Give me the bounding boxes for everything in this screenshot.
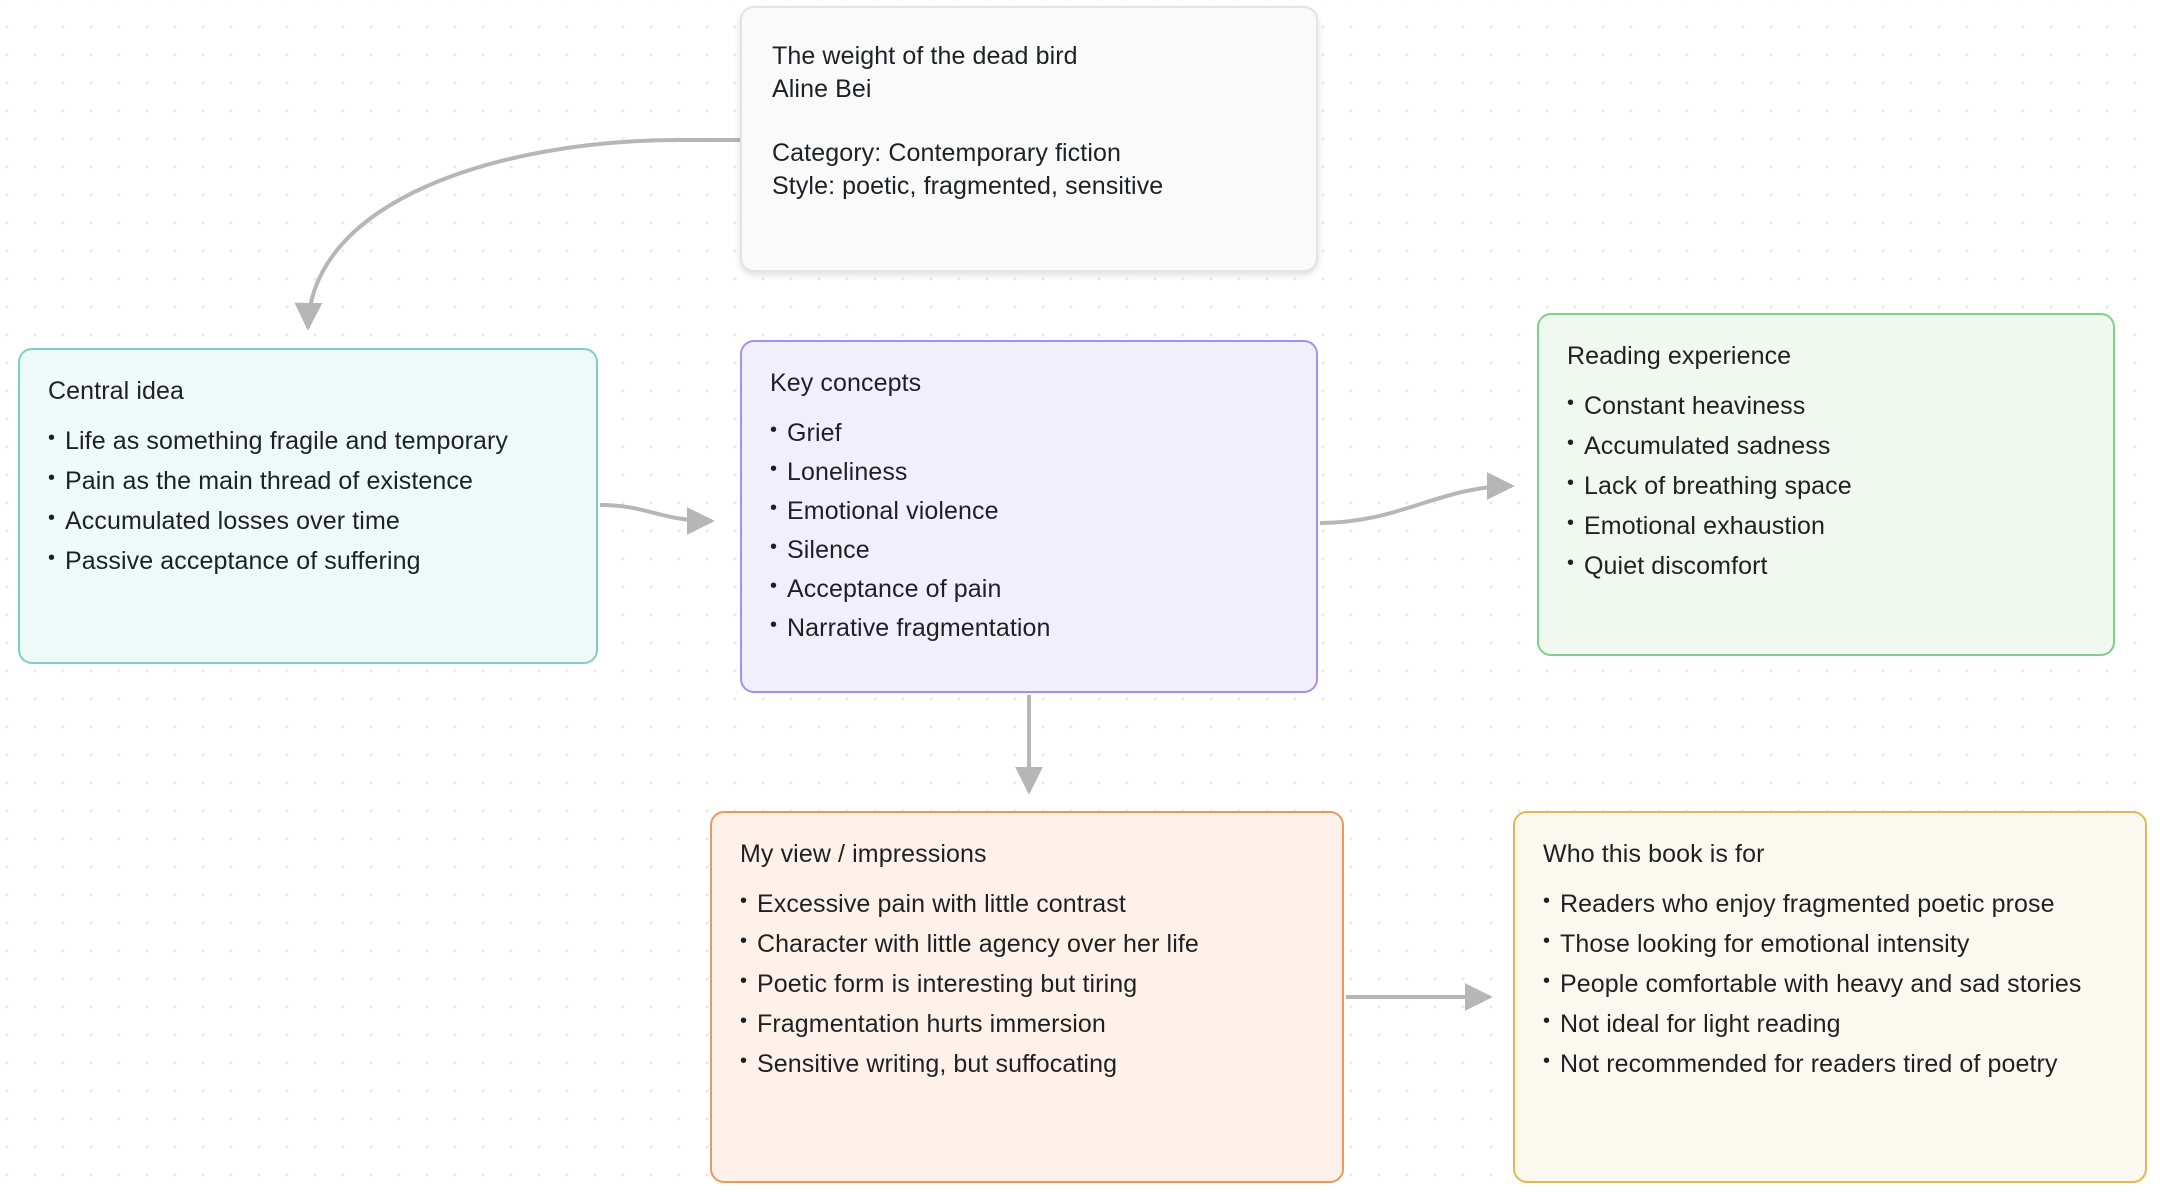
edge-key-concepts-to-reading-experience <box>1319 472 1515 525</box>
book-author: Aline Bei <box>772 75 872 104</box>
node-central-idea[interactable]: Central idea Life as something fragile a… <box>18 348 598 664</box>
book-title-card[interactable]: The weight of the dead bird Aline Bei Ca… <box>740 6 1318 272</box>
list-item: Lack of breathing space <box>1567 473 2085 499</box>
node-my-view[interactable]: My view / impressions Excessive pain wit… <box>710 811 1344 1183</box>
list-item: Narrative fragmentation <box>770 615 1288 641</box>
list-item: Accumulated sadness <box>1567 433 2085 459</box>
node-my-view-title: My view / impressions <box>740 840 987 868</box>
list-item: Not ideal for light reading <box>1543 1011 2117 1037</box>
node-audience-title: Who this book is for <box>1543 840 1765 868</box>
list-item: Pain as the main thread of existence <box>48 468 568 494</box>
list-item: Fragmentation hurts immersion <box>740 1011 1314 1037</box>
spacer <box>772 107 1286 137</box>
book-style: Style: poetic, fragmented, sensitive <box>772 171 1164 200</box>
list-item: Those looking for emotional intensity <box>1543 931 2117 957</box>
list-item: Not recommended for readers tired of poe… <box>1543 1051 2117 1077</box>
list-item: People comfortable with heavy and sad st… <box>1543 971 2117 997</box>
list-item: Excessive pain with little contrast <box>740 891 1314 917</box>
list-item: Emotional exhaustion <box>1567 513 2085 539</box>
node-key-concepts[interactable]: Key concepts Grief Loneliness Emotional … <box>740 340 1318 693</box>
list-item: Loneliness <box>770 459 1288 485</box>
edge-central-idea-to-key-concepts <box>599 503 715 535</box>
list-item: Accumulated losses over time <box>48 508 568 534</box>
node-reading-experience-title: Reading experience <box>1567 342 1792 370</box>
node-reading-experience-list: Constant heaviness Accumulated sadness L… <box>1567 393 2085 579</box>
list-item: Life as something fragile and temporary <box>48 428 568 454</box>
list-item: Passive acceptance of suffering <box>48 548 568 574</box>
book-title: The weight of the dead bird <box>772 42 1078 70</box>
list-item: Acceptance of pain <box>770 576 1288 602</box>
list-item: Constant heaviness <box>1567 393 2085 419</box>
list-item: Poetic form is interesting but tiring <box>740 971 1314 997</box>
list-item: Character with little agency over her li… <box>740 931 1314 957</box>
edge-title-to-central-idea <box>294 138 740 331</box>
list-item: Quiet discomfort <box>1567 553 2085 579</box>
book-category: Category: Contemporary fiction <box>772 138 1121 167</box>
node-central-idea-list: Life as something fragile and temporary … <box>48 428 568 574</box>
list-item: Emotional violence <box>770 498 1288 524</box>
list-item: Sensitive writing, but suffocating <box>740 1051 1314 1077</box>
node-central-idea-title: Central idea <box>48 377 185 405</box>
node-audience[interactable]: Who this book is for Readers who enjoy f… <box>1513 811 2147 1183</box>
node-audience-list: Readers who enjoy fragmented poetic pros… <box>1543 891 2117 1077</box>
node-reading-experience[interactable]: Reading experience Constant heaviness Ac… <box>1537 313 2115 656</box>
list-item: Grief <box>770 420 1288 446</box>
node-key-concepts-title: Key concepts <box>770 369 922 397</box>
node-key-concepts-list: Grief Loneliness Emotional violence Sile… <box>770 420 1288 641</box>
list-item: Silence <box>770 537 1288 563</box>
list-item: Readers who enjoy fragmented poetic pros… <box>1543 891 2117 917</box>
node-my-view-list: Excessive pain with little contrast Char… <box>740 891 1314 1077</box>
